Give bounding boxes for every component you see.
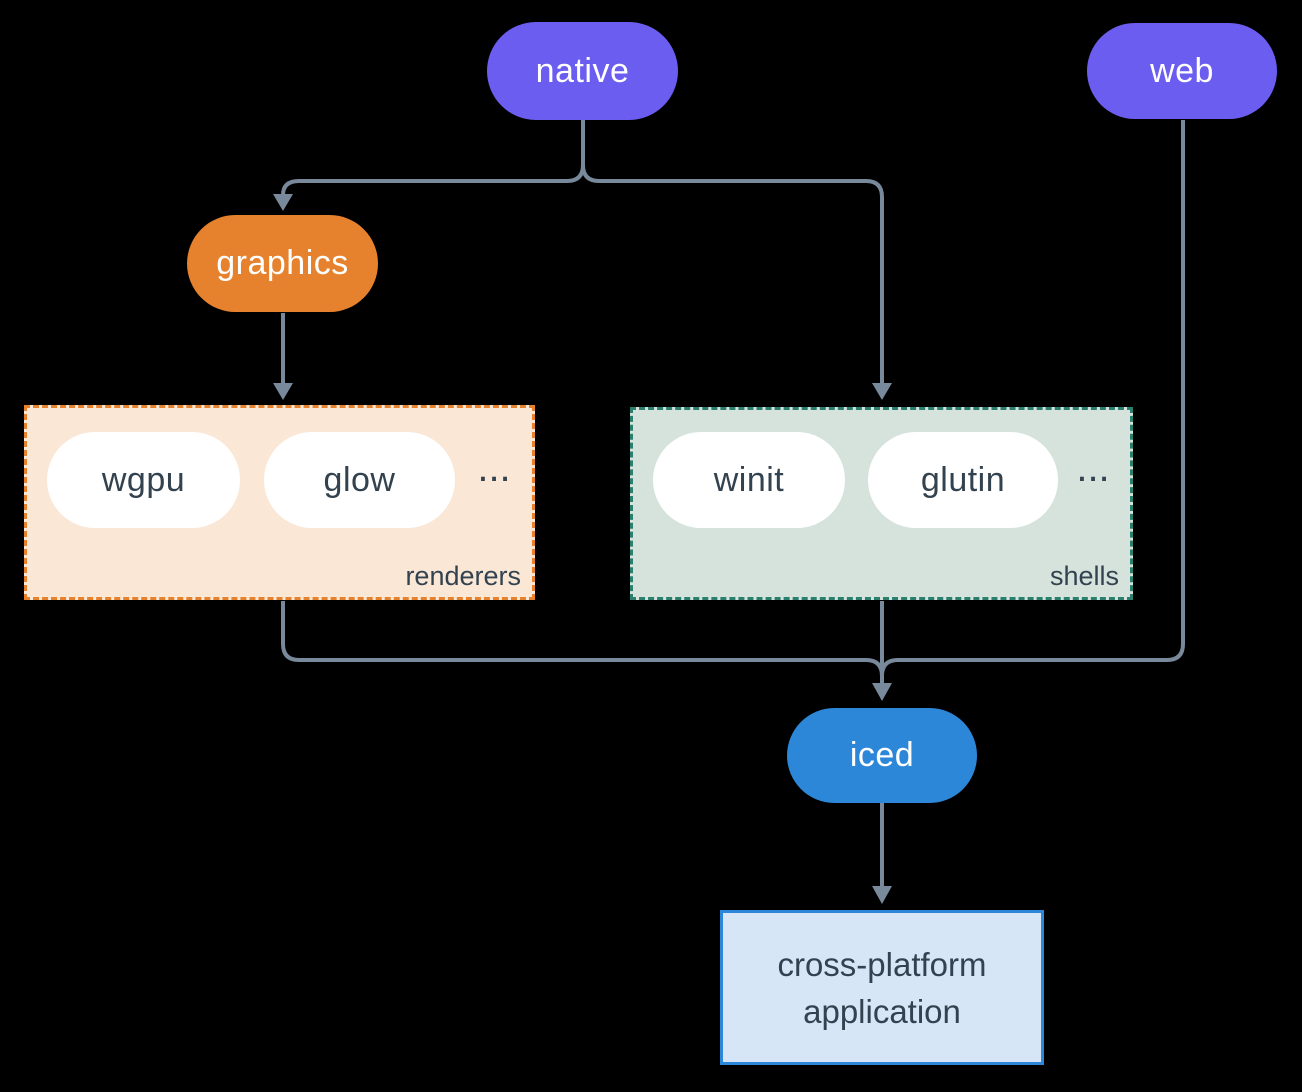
node-iced-label: iced bbox=[849, 736, 915, 774]
arrowhead-renderers bbox=[273, 383, 293, 400]
shells-ellipsis: ... bbox=[1076, 446, 1110, 490]
node-winit: winit bbox=[653, 432, 845, 528]
edge-renderers-iced bbox=[281, 601, 884, 684]
application-label-line1: cross-platform bbox=[777, 945, 987, 983]
arrowhead-application bbox=[872, 886, 892, 904]
node-application: cross-platform application bbox=[720, 910, 1044, 1065]
node-glutin-label: glutin bbox=[920, 460, 1006, 499]
node-glutin: glutin bbox=[868, 432, 1058, 528]
node-glow: glow bbox=[264, 432, 455, 528]
node-graphics-label: graphics bbox=[216, 244, 349, 282]
arrowhead-shells bbox=[872, 383, 892, 400]
application-label-line2: application bbox=[803, 992, 961, 1030]
node-native: native bbox=[487, 22, 678, 120]
node-web: web bbox=[1087, 23, 1277, 119]
node-native-label: native bbox=[535, 51, 630, 90]
node-winit-label: winit bbox=[713, 460, 785, 499]
edge-native-graphics bbox=[281, 120, 585, 196]
node-web-label: web bbox=[1150, 51, 1214, 90]
edge-native-shells bbox=[581, 120, 884, 384]
node-wgpu-label: wgpu bbox=[101, 460, 186, 499]
node-graphics: graphics bbox=[187, 215, 378, 312]
node-iced: iced bbox=[787, 708, 977, 803]
node-wgpu: wgpu bbox=[47, 432, 240, 528]
node-glow-label: glow bbox=[323, 460, 396, 499]
renderers-ellipsis: ... bbox=[477, 446, 511, 490]
arrowhead-iced bbox=[872, 683, 892, 701]
arrowhead-graphics bbox=[273, 194, 293, 211]
